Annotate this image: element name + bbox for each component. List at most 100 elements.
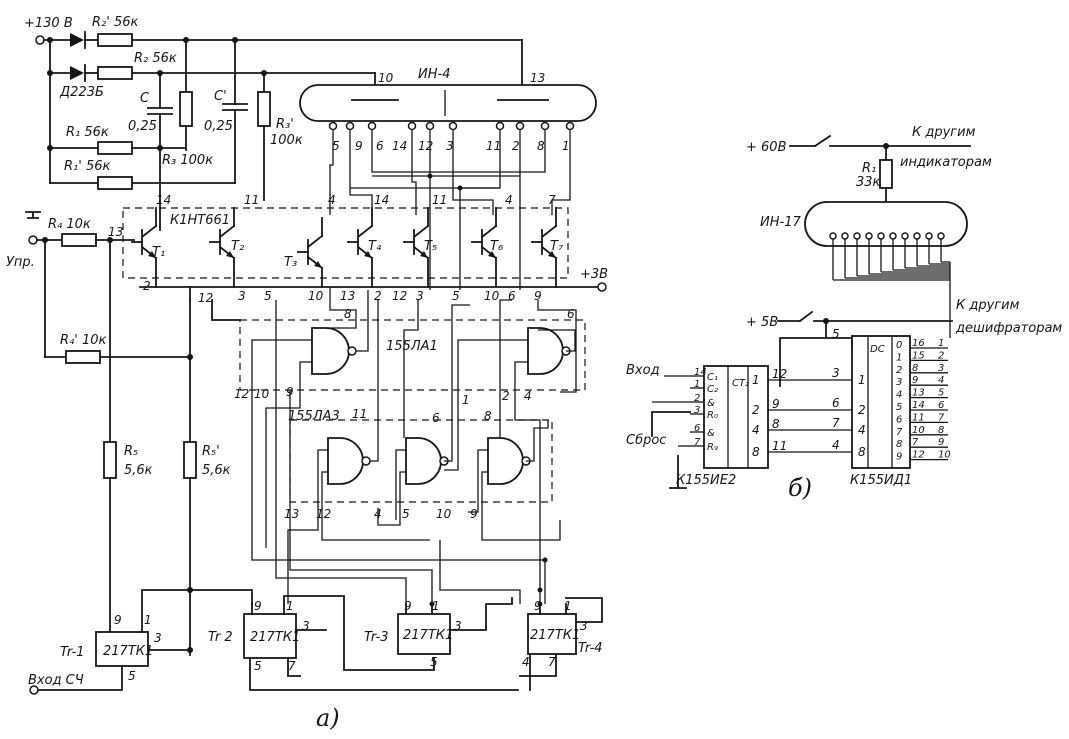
tube-in4-pin-8: [540, 121, 550, 131]
tube-in17-pin-4: [877, 232, 885, 240]
tr2-pin-7: 7: [288, 659, 296, 673]
tube-in17: ИН-17: [760, 201, 968, 247]
id1-out-pin-2: 8: [912, 363, 918, 374]
resistor-r4-label: R₄ 10к: [48, 217, 91, 232]
resistor-b-r1: [879, 159, 893, 189]
ie2-input-pin-3: 3: [694, 405, 700, 416]
transistor-t1-label: T₁: [152, 245, 165, 260]
id1-out-pin-8: 7: [912, 437, 919, 448]
id1-ind-number-7: 8: [938, 425, 944, 436]
ie2-input-label-3: R₀: [707, 410, 718, 421]
id1-out-label-1: 1: [896, 352, 902, 363]
transistor-t3-label: T₃: [284, 255, 297, 270]
flip-flop-tr4: 217ТК1 Tr-4 9 1 3 4 7: [522, 599, 603, 669]
id1-ind-number-2: 3: [938, 363, 944, 374]
transistor-t7: [531, 207, 558, 288]
tube-pin-6: 6: [376, 139, 384, 153]
ie2-input-label-5: R₉: [707, 442, 718, 453]
la3-pin-9: 9: [470, 507, 478, 521]
la3-pin-8: 8: [484, 409, 492, 423]
tr2-pin-3: 3: [302, 619, 310, 633]
other-indicators-line2: индикаторам: [900, 155, 992, 170]
chip-155la3-label: 155ЛА3: [288, 409, 340, 424]
resistor-r4-prime-label: R₄' 10к: [60, 333, 106, 348]
la1-pin-2: 2: [502, 389, 510, 403]
assembly-pin-11b: 11: [432, 193, 447, 207]
assembly-pin-3b: 3: [416, 289, 424, 303]
tube-pin-11: 11: [486, 139, 501, 153]
chip-k155ie2-ct2: CT₂: [732, 378, 749, 389]
id1-out-label-3: 3: [896, 377, 902, 388]
transistor-t3: [297, 217, 324, 288]
diode-lower: [70, 64, 86, 82]
ie2-out-pin-0: 12: [772, 367, 787, 381]
diagram-b: + 60В К другим индикаторам R₁ 33к ИН-17 …: [626, 125, 1062, 502]
tr4-pin-4: 4: [522, 655, 530, 669]
tube-pin-10: 10: [378, 71, 394, 85]
la1-pin-1: 1: [462, 393, 470, 407]
assembly-pin-6: 6: [508, 289, 516, 303]
ie2-input-pin-5: 7: [694, 437, 701, 448]
nand-gate-la3-a: [327, 437, 371, 485]
tube-pin-8: 8: [537, 139, 545, 153]
tube-in4-label: ИН-4: [418, 67, 450, 82]
id1-out-label-4: 4: [896, 390, 902, 401]
resistor-r5-value: 5,6к: [124, 463, 153, 478]
nand-gate-la3-c: [487, 437, 531, 485]
id1-in-label-3: 8: [858, 445, 866, 459]
tube-pin-12: 12: [418, 139, 433, 153]
tube-in17-pin-7: [913, 232, 921, 240]
ie2-input-label-4: &: [707, 428, 715, 439]
resistor-r3-prime: [257, 91, 271, 127]
id1-pin-5: 5: [832, 327, 840, 341]
ie2-input-pin-4: 6: [694, 423, 700, 434]
tr3-pin-9: 9: [404, 599, 412, 613]
id1-in-label-2: 4: [858, 423, 866, 437]
tube-in17-pin-1: [841, 232, 849, 240]
tr3-pin-5: 5: [430, 655, 438, 669]
transistor-t5: [403, 207, 430, 288]
la3-pin-6: 6: [432, 411, 440, 425]
chip-155la3-outline: [289, 419, 553, 503]
id1-out-pin-3: 9: [912, 375, 918, 386]
resistor-r4: [61, 233, 97, 247]
input-sch-label: Вход СЧ: [28, 673, 84, 688]
caption-a: а): [316, 704, 340, 732]
capacitor-c-label: C: [140, 91, 150, 106]
tube-in17-label: ИН-17: [760, 215, 801, 230]
flip-flop-tr2-label: Tr 2: [208, 630, 233, 645]
id1-ind-number-3: 4: [938, 375, 944, 386]
resistor-r1-prime-label: R₁' 56к: [64, 159, 110, 174]
la1-pin-6: 6: [567, 307, 575, 321]
ie2-out-label-1: 2: [752, 403, 760, 417]
assembly-pin-12: 12: [198, 291, 213, 305]
tube-in4-pin-5: [448, 121, 458, 131]
flip-flop-tr4-chip: 217ТК1: [530, 628, 580, 643]
tr4-pin-7: 7: [548, 655, 556, 669]
tube-in17-pin-9: [937, 232, 945, 240]
transistor-t1: [131, 207, 158, 288]
chip-155la1-label: 155ЛА1: [386, 339, 438, 354]
id1-out-pin-0: 16: [912, 338, 925, 349]
resistor-r1-label: R₁ 56к: [66, 125, 109, 140]
tr1-pin-1: 1: [144, 613, 152, 627]
resistor-r5-label: R₅: [124, 444, 138, 459]
flip-flop-tr3: 217ТК1 Tr-3 9 1 3 5: [364, 599, 462, 669]
assembly-k1nt661-outline: [122, 207, 569, 279]
assembly-pin-10b: 10: [484, 289, 500, 303]
id1-ind-number-1: 2: [938, 350, 944, 361]
resistor-r1-prime: [97, 176, 133, 190]
id1-ind-number-5: 6: [938, 400, 944, 411]
id1-out-label-7: 7: [896, 427, 903, 438]
resistor-b-r1-value: 33к: [856, 175, 881, 190]
resistor-r5-prime: [183, 441, 197, 479]
tr3-pin-1: 1: [432, 599, 440, 613]
counter-input-label: Вход: [626, 363, 660, 378]
nand-gate-la1-b: [527, 327, 571, 375]
tube-in17-pin-6: [901, 232, 909, 240]
la3-pin-5: 5: [402, 507, 410, 521]
id1-out-label-9: 9: [896, 452, 902, 463]
id1-ind-number-6: 7: [938, 412, 945, 423]
capacitor-c-prime-value: 0,25: [204, 119, 233, 134]
